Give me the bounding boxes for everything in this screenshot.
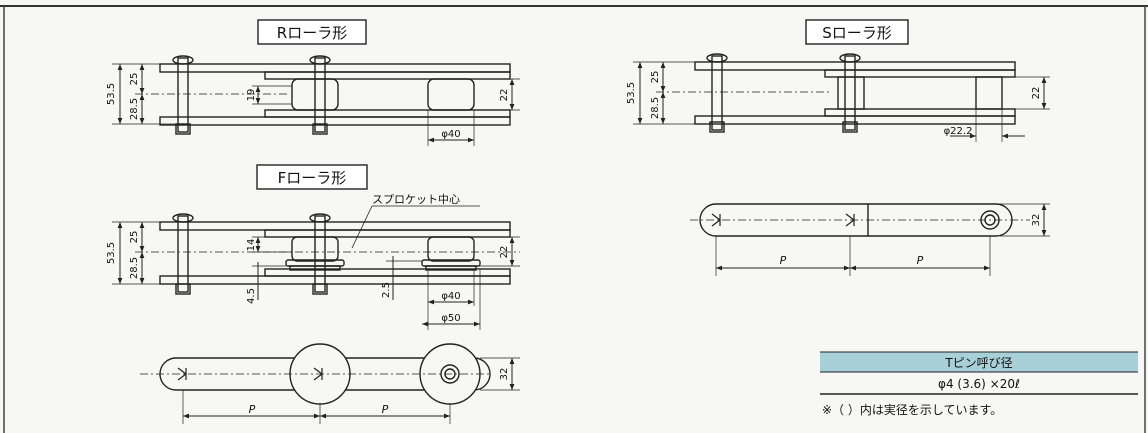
pin-table-header-bg: [820, 352, 1138, 372]
s-roller-title-box: [805, 19, 909, 45]
f-dim-offset: 2.5: [381, 282, 392, 298]
s-top-pitch-2: P: [917, 254, 924, 267]
s-top-height: 32: [1031, 214, 1042, 227]
s-dim-top: 25: [650, 71, 661, 84]
r-dim-roller-dia: φ40: [441, 129, 460, 140]
f-dim-inner: 14: [246, 239, 257, 252]
r-roller-title-box: [257, 19, 367, 45]
s-dim-roller-dia: φ22.2: [944, 126, 973, 137]
r-roller-diagram: [112, 19, 520, 146]
f-dim-top: 25: [129, 231, 140, 244]
f-dim-flange-dia: φ50: [441, 313, 460, 324]
r-roller-title: Rローラ形: [277, 24, 347, 42]
f-dim-total: 53.5: [106, 242, 117, 264]
f-roller-diagram: [112, 164, 520, 330]
r-dim-width: 22: [499, 89, 510, 102]
pin-table: [820, 351, 1138, 395]
pin-table-note: ※（ ）内は実径を示しています。: [822, 402, 1002, 417]
s-dim-total: 53.5: [626, 82, 637, 104]
r-dim-top: 25: [129, 73, 140, 86]
s-top-view: [690, 203, 1050, 276]
f-roller-title: Fローラ形: [278, 169, 347, 187]
f-sprocket-label: スプロケット中心: [372, 193, 460, 206]
s-dim-width: 22: [1031, 87, 1042, 100]
r-dim-total: 53.5: [106, 83, 117, 105]
f-top-view: [140, 343, 520, 424]
r-dim-bottom: 28.5: [129, 98, 140, 120]
f-dim-roller-dia: φ40: [441, 291, 460, 302]
s-top-pitch-1: P: [780, 254, 787, 267]
s-roller-title: Sローラ形: [822, 24, 892, 42]
f-top-pitch-1: P: [249, 403, 256, 416]
f-dim-width: 22: [499, 246, 510, 259]
f-top-height: 32: [499, 368, 510, 381]
r-dim-inner: 19: [246, 89, 257, 102]
s-roller-diagram: [633, 19, 1050, 142]
f-dim-flange: 4.5: [246, 288, 257, 304]
pin-table-value: φ4 (3.6) ×20ℓ: [938, 377, 1020, 391]
s-dim-bottom: 28.5: [650, 97, 661, 119]
f-roller-title-box: [256, 164, 368, 190]
pin-table-header: Tピン呼び径: [944, 356, 1012, 370]
f-top-pitch-2: P: [382, 403, 389, 416]
f-dim-bottom: 28.5: [129, 257, 140, 279]
